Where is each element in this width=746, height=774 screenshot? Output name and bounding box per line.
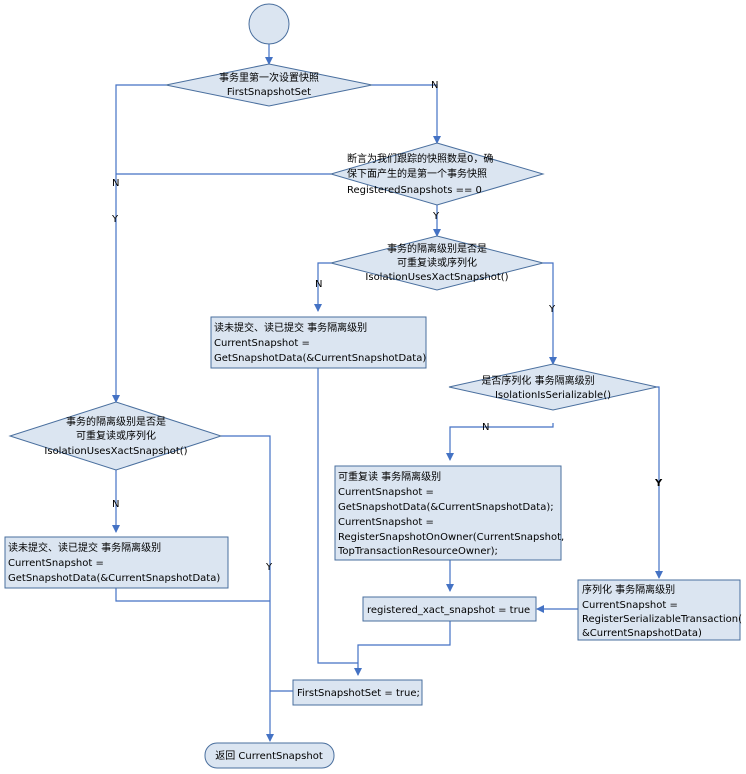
edge-label-isolation-right-no: N	[315, 279, 322, 290]
edge-label-serializable-yes: Y	[654, 478, 663, 489]
process-text: CurrentSnapshot =	[338, 517, 434, 528]
process-text: RegisterSnapshotOnOwner(CurrentSnapshot,	[338, 532, 564, 543]
process-serializable: 序列化 事务隔离级别 CurrentSnapshot = RegisterSer…	[577, 579, 742, 641]
edge-first-snapshot-set-yes	[112, 84, 166, 403]
process-text: 可重复读 事务隔离级别	[338, 470, 441, 483]
decision-text: FirstSnapshotSet	[227, 87, 311, 98]
decision-isolation-uses-xact-left: 事务的隔离级别是否是 可重复读或序列化 IsolationUsesXactSna…	[8, 401, 223, 471]
process-text: CurrentSnapshot =	[8, 558, 104, 569]
decision-text: 事务的隔离级别是否是	[66, 415, 166, 428]
edge-label-first-no: N	[431, 80, 438, 91]
edge-is-serializable-no	[446, 423, 554, 461]
process-box	[210, 316, 427, 369]
edge-label-left-yes: Y	[111, 214, 119, 225]
decision-diamond	[329, 142, 545, 206]
decision-text: IsolationIsSerializable()	[495, 390, 611, 401]
process-text: registered_xact_snapshot = true	[367, 605, 530, 616]
decision-diamond	[165, 63, 373, 107]
decision-text: 断言为我们跟踪的快照数是0，确	[347, 152, 493, 165]
start-node	[248, 3, 290, 45]
decision-isolation-uses-xact-right: 事务的隔离级别是否是 可重复读或序列化 IsolationUsesXactSna…	[330, 235, 544, 291]
process-repeatable-read: 可重复读 事务隔离级别 CurrentSnapshot = GetSnapsho…	[334, 465, 564, 561]
process-read-committed-left: 读未提交、读已提交 事务隔离级别 CurrentSnapshot = GetSn…	[4, 536, 229, 589]
process-text: GetSnapshotData(&CurrentSnapshotData)	[214, 353, 426, 364]
edge-isolation-left-yes	[221, 435, 274, 742]
process-box	[334, 465, 562, 561]
process-box	[362, 596, 537, 622]
process-text: &CurrentSnapshotData)	[582, 628, 702, 639]
edge-registered-to-fsset	[354, 621, 451, 676]
process-registered-xact: registered_xact_snapshot = true	[362, 596, 537, 622]
process-text: CurrentSnapshot =	[338, 487, 434, 498]
process-text: FirstSnapshotSet = true;	[297, 688, 420, 699]
decision-first-snapshot-set: 事务里第一次设置快照 FirstSnapshotSet	[165, 63, 373, 107]
decision-text: 是否序列化 事务隔离级别	[481, 374, 594, 387]
process-box	[292, 679, 423, 706]
process-text: 序列化 事务隔离级别	[582, 583, 675, 596]
decision-text: IsolationUsesXactSnapshot()	[44, 446, 187, 457]
terminal-return: 返回 CurrentSnapshot	[204, 742, 335, 769]
edge-read-committed-mid-to-fsset	[317, 367, 358, 664]
process-box	[4, 536, 229, 589]
process-text: CurrentSnapshot =	[582, 600, 678, 611]
edges	[112, 44, 663, 742]
edge-label-isolation-left-no: N	[112, 499, 119, 510]
process-text: GetSnapshotData(&CurrentSnapshotData);	[338, 502, 554, 513]
process-text: 读未提交、读已提交 事务隔离级别	[214, 321, 367, 334]
edge-first-snapshot-set-no	[372, 84, 441, 144]
decision-is-serializable: 是否序列化 事务隔离级别 IsolationIsSerializable()	[448, 363, 658, 411]
decision-diamond	[448, 363, 658, 411]
process-read-committed-mid: 读未提交、读已提交 事务隔离级别 CurrentSnapshot = GetSn…	[210, 316, 427, 369]
edge-label-serializable-no: N	[482, 422, 489, 433]
edge-label-assert-yes: Y	[432, 211, 440, 222]
decision-text: IsolationUsesXactSnapshot()	[365, 272, 508, 283]
terminal-text: 返回 CurrentSnapshot	[215, 750, 323, 762]
decision-diamond	[330, 235, 544, 291]
decision-text: 事务里第一次设置快照	[219, 71, 319, 84]
process-box	[577, 579, 741, 641]
edge-label-isolation-left-yes: Y	[265, 562, 273, 573]
decision-diamond	[8, 401, 223, 471]
edge-isolation-right-no	[314, 262, 331, 312]
process-text: CurrentSnapshot =	[214, 338, 310, 349]
decision-text: 事务的隔离级别是否是	[387, 242, 487, 255]
process-first-snapshot-set-true: FirstSnapshotSet = true;	[292, 679, 423, 706]
process-text: GetSnapshotData(&CurrentSnapshotData)	[8, 573, 220, 584]
process-text: RegisterSerializableTransaction(	[582, 614, 742, 625]
edge-read-committed-left-to-return	[115, 588, 270, 602]
decision-text: 保下面产生的是第一个事务快照	[347, 167, 487, 180]
process-text: TopTransactionResourceOwner);	[337, 546, 498, 557]
decision-text: 可重复读或序列化	[397, 256, 477, 269]
decision-assert-registered: 断言为我们跟踪的快照数是0，确 保下面产生的是第一个事务快照 Registere…	[329, 142, 545, 206]
decision-text: RegisteredSnapshots == 0	[347, 185, 482, 196]
edge-labels: N N Y Y N Y N Y N Y	[111, 80, 663, 573]
edge-label-left-no: N	[112, 178, 119, 189]
edge-label-isolation-right-yes: Y	[548, 304, 556, 315]
process-text: 读未提交、读已提交 事务隔离级别	[8, 541, 161, 554]
terminal-box	[204, 742, 335, 769]
edge-is-serializable-yes	[655, 386, 663, 579]
edge-isolation-right-yes	[543, 262, 557, 365]
decision-text: 可重复读或序列化	[76, 429, 156, 442]
